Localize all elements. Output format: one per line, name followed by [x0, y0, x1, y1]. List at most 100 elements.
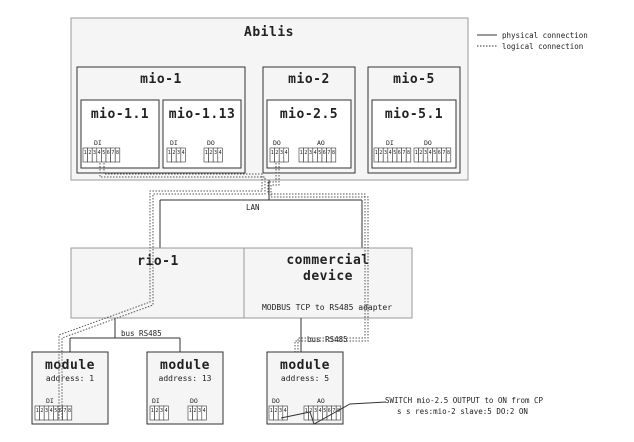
mio-1-1-di-pin-label-7: 7 [111, 150, 114, 156]
mio-2-5-ao-pin-label-7: 7 [327, 150, 330, 156]
module-5-ao-pin-label-5: 5 [323, 408, 326, 414]
mio-5-1-di-pin-label-6: 6 [398, 150, 401, 156]
module-5-address: address: 5 [281, 374, 329, 383]
mio-1-13-do-pin-label-1: 1 [205, 150, 208, 156]
mio-1-13-do-pin-label-4: 4 [219, 150, 222, 156]
module-1-di-pin-label-4: 4 [50, 408, 53, 414]
module-13-di-pin-label-4: 4 [165, 408, 168, 414]
mio-1-1-di-pin-label-8: 8 [116, 150, 119, 156]
module-1-di-pin-label-1: 1 [36, 408, 39, 414]
mio-5-1-do-pin-8 [445, 147, 452, 163]
module-1-di-pin-label-7: 7 [63, 408, 66, 414]
mio-2-5-do-pin-4 [283, 147, 289, 163]
lan-label: LAN [246, 203, 260, 212]
module-5-do-pin-label-2: 2 [274, 408, 277, 414]
module-5-ao-pin-label-7: 7 [332, 408, 335, 414]
module-13-do-pin-label-3: 3 [198, 408, 201, 414]
mio-1-1-di-pin-label-3: 3 [93, 150, 96, 156]
abilis-title: Abilis [244, 25, 294, 40]
module-5-ao-pin-label-8: 8 [337, 408, 340, 414]
module-5-ao-label: AO [317, 397, 325, 405]
mio-1-1-di-pin-label-4: 4 [98, 150, 101, 156]
mio-5-1-do-pin-label-3: 3 [424, 150, 427, 156]
logical-path-mio-1-1-to-module-1 [61, 163, 266, 420]
mio-5-1-di-pin-label-8: 8 [407, 150, 410, 156]
module-13-address: address: 13 [159, 374, 212, 383]
logical-connections [58, 163, 369, 420]
mio-5-1-do-pin-label-7: 7 [442, 150, 445, 156]
mio-1-13-di-pin-4 [180, 147, 186, 163]
module-13-di-pin-label-2: 2 [155, 408, 158, 414]
mio-5-1-di-pin-label-1: 1 [375, 150, 378, 156]
commercial-device-box [243, 247, 413, 319]
mio-5-1-di-pin-label-4: 4 [389, 150, 392, 156]
module-1-di-pin-label-5: 5 [54, 408, 57, 414]
mio-2-5-do-label: DO [273, 139, 281, 147]
rio-1-bus-label: bus RS485 [121, 329, 162, 338]
command-line1: SWITCH mio-2.5 OUTPUT to ON from CP [385, 396, 544, 405]
mio-1-1-di-pin-label-1: 1 [84, 150, 87, 156]
mio-2-5-ao-pin-label-3: 3 [309, 150, 312, 156]
mio-2-5-ao-pin-label-8: 8 [332, 150, 335, 156]
mio-1-13-title: mio-1.13 [169, 107, 236, 122]
mio-5-1-di-label: DI [386, 139, 394, 147]
module-5-do-pin-label-4: 4 [284, 408, 287, 414]
mio-2-5-ao-label: AO [317, 139, 325, 147]
mio-5-1-do-pin-label-2: 2 [419, 150, 422, 156]
mio-5-1-title: mio-5.1 [385, 107, 443, 122]
logical-path-mio-2-5-to-module-5-inner [270, 163, 369, 352]
mio-5-1-di-pin-label-3: 3 [384, 150, 387, 156]
module-13-do-pin-4 [201, 405, 207, 421]
rio-1-title: rio-1 [137, 254, 179, 269]
commercial-bus-label: bus RS485 [307, 335, 348, 344]
commercial-title-line2: device [303, 269, 353, 284]
module-5-ao-pin-8 [335, 405, 342, 421]
rs485-physical-lines [69, 318, 302, 352]
module-13-di-pin-label-1: 1 [151, 408, 154, 414]
logical-path-mio-1-1-to-module-1-inner [58, 163, 263, 420]
mio-1-13-do-pin-4 [217, 147, 223, 163]
mio-1-13-di-pin-label-4: 4 [182, 150, 185, 156]
mio-2-5-ao-pin-8 [330, 147, 337, 163]
mio-5-1-do-pin-label-8: 8 [447, 150, 450, 156]
mio-2-5-ao-pin-label-4: 4 [314, 150, 317, 156]
module-13-di-label: DI [152, 397, 160, 405]
mio-1-title: mio-1 [140, 72, 182, 87]
module-1-di-pin-label-8: 8 [68, 408, 71, 414]
module-5-ao-pin-label-6: 6 [328, 408, 331, 414]
mio-5-1-di-pin-label-5: 5 [393, 150, 396, 156]
mio-2-5-ao-pin-label-6: 6 [323, 150, 326, 156]
command-pointer-line [280, 401, 387, 425]
mio-1-1-di-pin-8 [114, 147, 121, 163]
legend-physical-label: physical connection [502, 31, 588, 40]
module-13-do-pin-label-2: 2 [193, 408, 196, 414]
mio-5-1-di-pin-8 [405, 147, 412, 163]
mio-1-13-do-pin-label-2: 2 [209, 150, 212, 156]
mio-5-title: mio-5 [393, 72, 435, 87]
mio-1-13-di-pin-label-1: 1 [168, 150, 171, 156]
mio-2-5-ao-pin-label-5: 5 [318, 150, 321, 156]
mio-1-13-do-pin-label-3: 3 [214, 150, 217, 156]
legend: physical connection logical connection [477, 31, 588, 51]
mio-1-1-di-label: DI [94, 139, 102, 147]
mio-1-1-title: mio-1.1 [91, 107, 149, 122]
logical-path-mio-2-5-to-module-5 [267, 163, 366, 352]
mio-1-1-di-pin-label-6: 6 [107, 150, 110, 156]
module-13-di-pin-4 [163, 405, 169, 421]
module-5-do-pin-4 [282, 405, 288, 421]
module-5-do-label: DO [272, 397, 280, 405]
module-5-do-pin-label-3: 3 [279, 408, 282, 414]
module-5-ao-pin-label-1: 1 [305, 408, 308, 414]
module-5-ao-pin-label-4: 4 [319, 408, 322, 414]
module-5-title: module [280, 358, 330, 373]
module-1-di-pin-label-6: 6 [59, 408, 62, 414]
